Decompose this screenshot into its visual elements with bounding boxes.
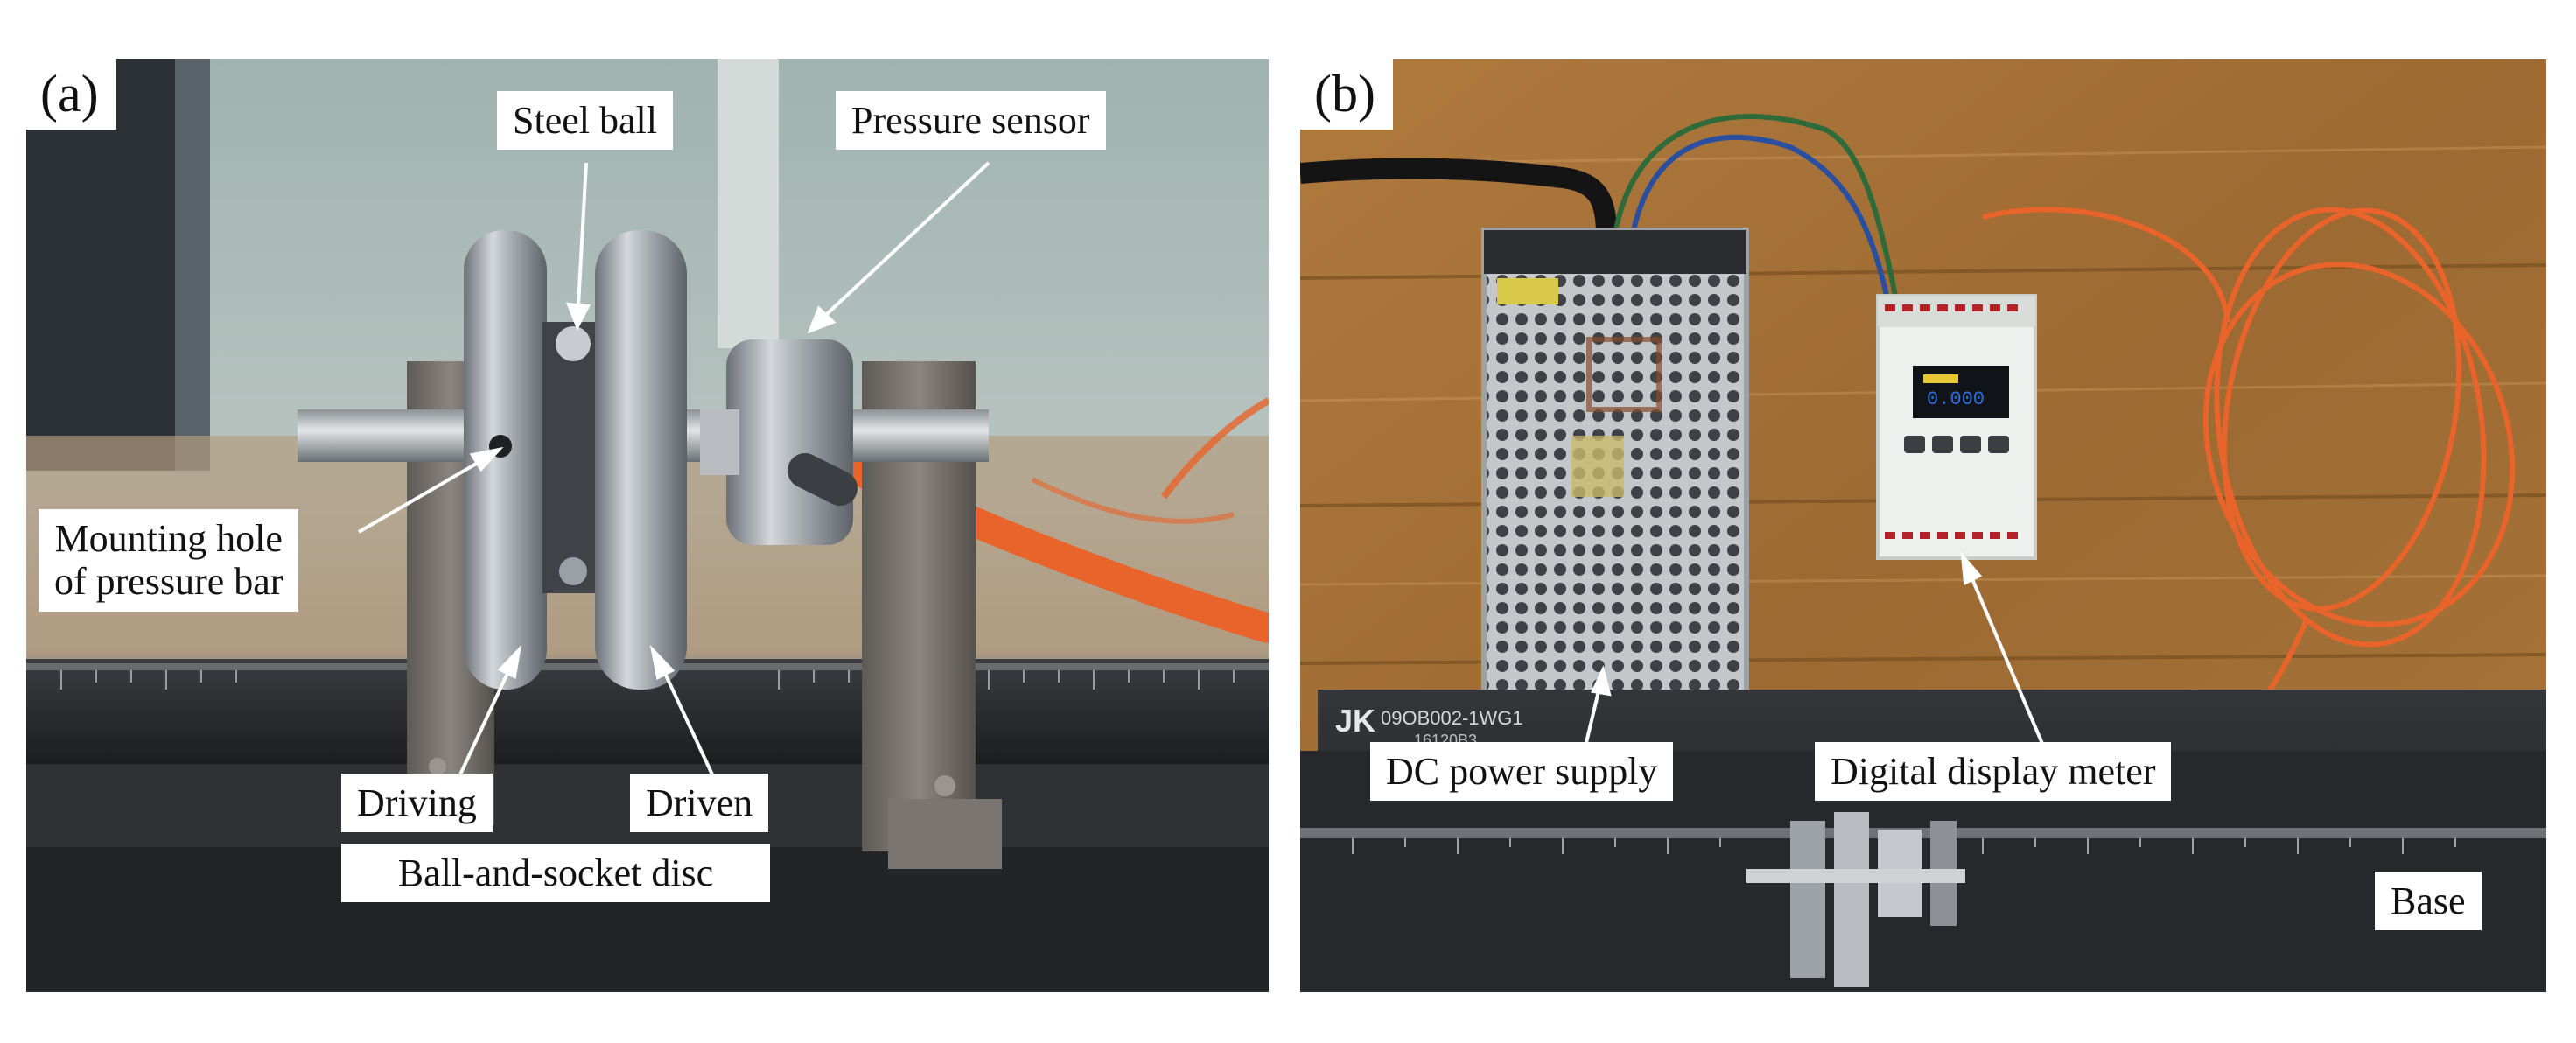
panel-b-photo: (b) JK 09OB002-1WG1 16120B3 0.000 DC pow… [1300, 60, 2546, 992]
test-rig-top-view-image [1300, 60, 2546, 992]
label-mounting-hole-line2: of pressure bar [54, 560, 284, 604]
label-steel-ball: Steel ball [497, 91, 673, 150]
panel-a-photo: (a) Steel ball Pressure sensor Mounting … [26, 60, 1269, 992]
label-dc-power-supply: DC power supply [1370, 742, 1674, 802]
label-mounting-hole: Mounting hole of pressure bar [38, 509, 299, 612]
label-mounting-hole-line1: Mounting hole [54, 517, 283, 560]
panel-b-letter: (b) [1300, 60, 1393, 130]
label-ball-and-socket-disc: Ball-and-socket disc [341, 844, 770, 903]
label-pressure-sensor: Pressure sensor [836, 91, 1106, 150]
label-driven: Driven [630, 774, 769, 833]
base-brand-marking: JK [1335, 703, 1376, 738]
label-digital-display-meter: Digital display meter [1815, 742, 2172, 802]
meter-readout: 0.000 [1927, 388, 1985, 410]
label-driving: Driving [341, 774, 493, 833]
panel-a-letter: (a) [26, 60, 116, 130]
label-base: Base [2375, 872, 2482, 931]
base-model-marking: 09OB002-1WG1 [1381, 707, 1523, 729]
